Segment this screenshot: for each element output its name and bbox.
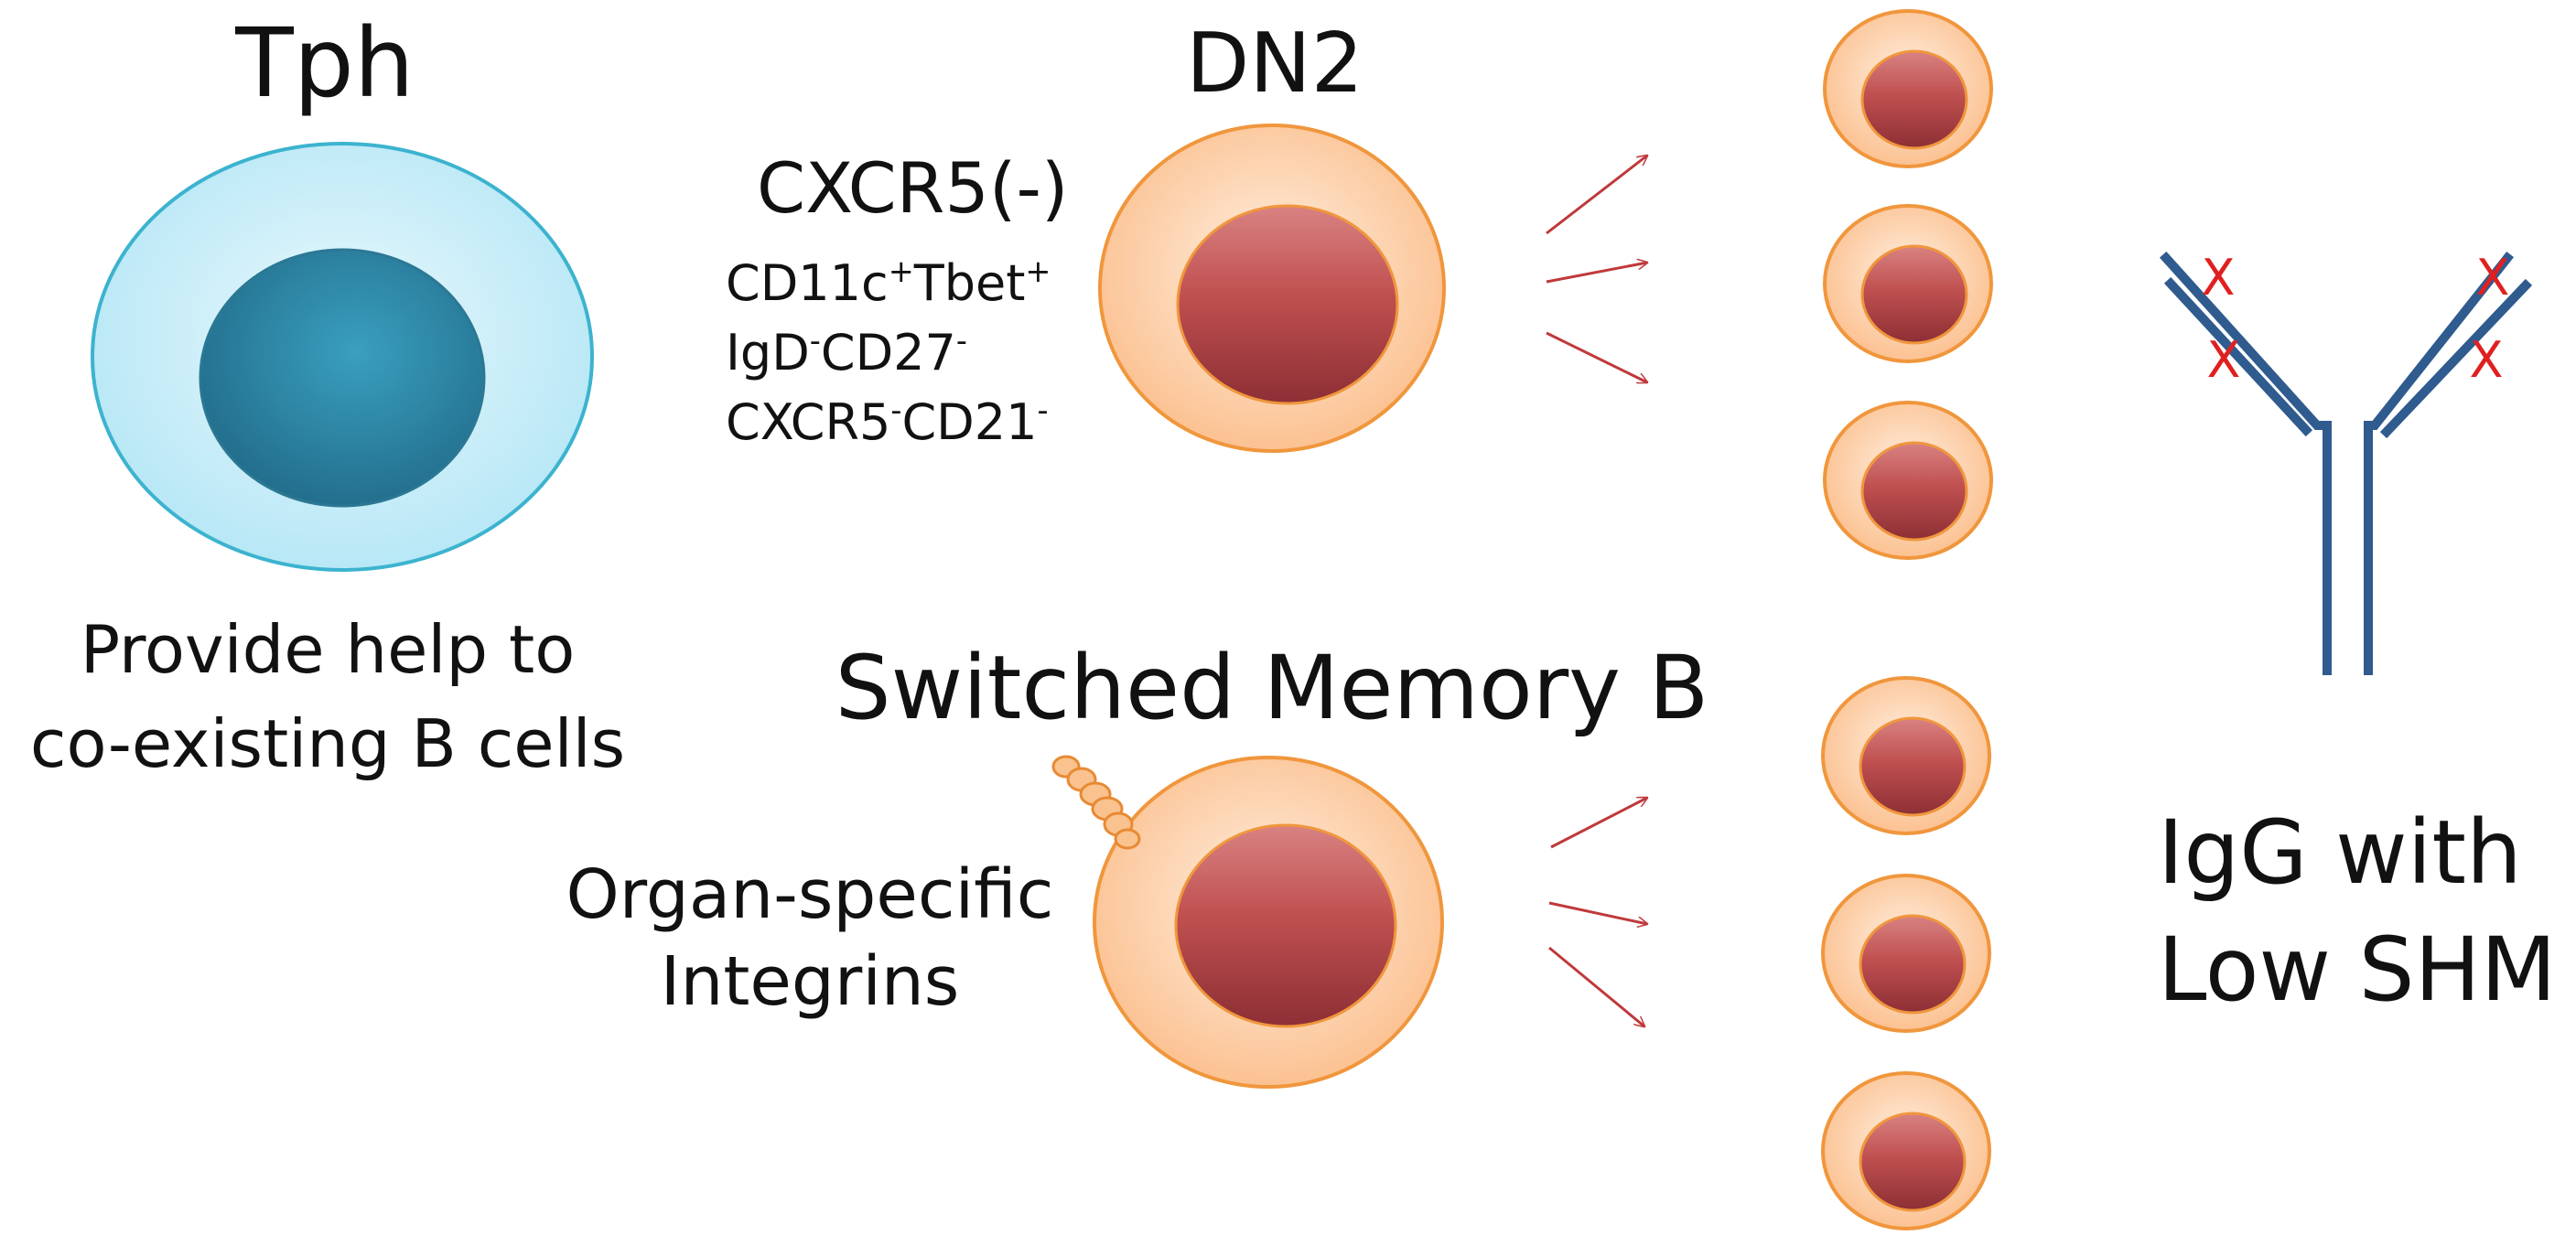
dn2-arrow-down [1546,331,1647,382]
memory-b-cell-nucleus [1174,823,1397,1028]
mutation-mark-icon: X [2476,249,2510,306]
tph-cell [91,142,594,572]
memory-arrow-up [1550,796,1647,849]
plasma-cell-nucleus [1859,914,1967,1015]
dn2-subtitle: CXCR5(-) [757,147,1069,229]
dn2-marker-cd27-sup: - [956,323,967,359]
dn2-arrow-up [1546,156,1647,235]
plasma-cell-nucleus [1860,441,1968,542]
plasma-cell-nucleus [1860,49,1968,150]
mutation-mark-icon: X [2202,249,2236,306]
dn2-marker-line3: CXCR5-CD21- [726,392,1049,451]
dn2-marker-cd27: CD27 [821,324,956,381]
dn2-title: DN2 [1186,16,1363,112]
dn2-marker-cxcr5: CXCR5 [726,393,890,451]
mutation-mark-icon: X [2470,331,2504,389]
dn2-marker-cxcr5-sup: - [890,392,901,428]
tph-caption-line1: Provide help to [81,611,576,688]
plasma-cell [1821,676,1991,835]
plasma-cell [1823,9,1993,168]
plasma-cell-nucleus [1860,244,1968,345]
dn2-marker-cd21: CD21 [901,393,1037,451]
plasma-cell [1821,874,1991,1033]
dn2-marker-cd21-sup: - [1037,392,1048,428]
integrin-receptor [1051,755,1141,850]
igg-antibody [2159,251,2533,675]
dn2-marker-igd: IgD [726,324,810,381]
dn2-cell [1098,124,1446,453]
plasma-cell-nucleus [1859,716,1967,817]
memory-arrow-middle [1548,901,1647,924]
antibody-caption-line1: IgG with [2158,801,2522,904]
mutation-mark-icon: X [2207,331,2241,389]
memory-caption-line2: Integrins [661,942,960,1021]
tph-caption-line2: co-existing B cells [30,705,625,782]
dn2-marker-igd-sup: - [810,323,821,359]
tph-title: Tph [234,7,414,119]
dn2-marker-line1: CD11c+Tbet+ [726,253,1051,312]
antibody-left-outer [2159,251,2332,675]
antibody-left-inner [2163,276,2313,437]
dn2-marker-cd11c: CD11c [726,254,889,312]
dn2-marker-tbet: Tbet [913,254,1026,312]
antibody-right-inner [2379,278,2533,439]
antibody-right-outer [2364,251,2515,675]
tph-cell-nucleus [199,248,486,508]
dn2-marker-tbet-sup: + [1025,253,1051,289]
dn2-marker-line2: IgD-CD27- [726,323,967,381]
plasma-cell [1821,1071,1991,1230]
plasma-cell [1823,204,1993,363]
dn2-cell-nucleus [1176,204,1399,405]
memory-title: Switched Memory B [835,637,1709,739]
memory-caption-line1: Organ-specific [566,855,1054,934]
plasma-cell-nucleus [1859,1112,1967,1212]
plasma-cell [1823,401,1993,560]
dn2-marker-cd11c-sup: + [889,253,914,289]
dn2-arrow-middle [1546,263,1647,284]
antibody-caption-line2: Low SHM [2158,919,2557,1021]
mutation-marks: X X X X [2202,249,2510,389]
memory-b-cell [1051,755,1444,1089]
memory-arrow-down [1548,946,1644,1026]
